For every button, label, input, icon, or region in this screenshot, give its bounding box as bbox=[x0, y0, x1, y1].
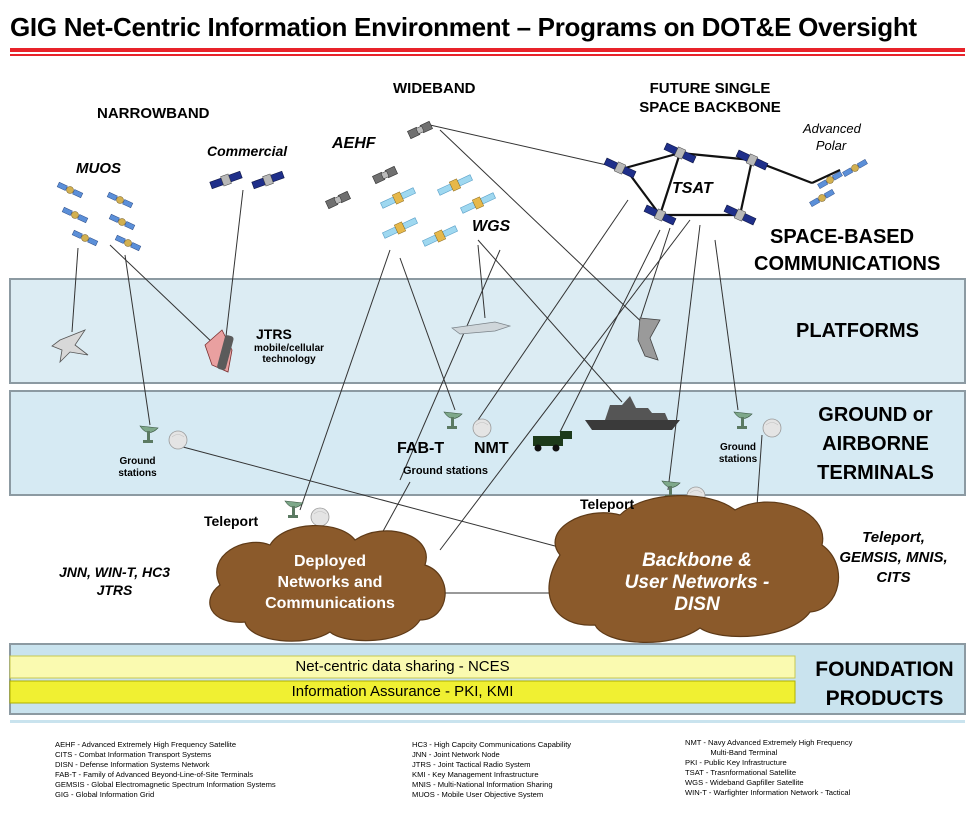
layer-space-label: SPACE-BASED COMMUNICATIONS bbox=[754, 224, 940, 278]
ground-stations-left-line-2: stations bbox=[118, 468, 157, 479]
left-programs-line-1: JNN, WIN-T, HC3 bbox=[59, 564, 170, 580]
fabt-label: FAB-T bbox=[397, 440, 445, 457]
advanced-polar-line-1: Advanced bbox=[803, 121, 861, 136]
backbone-cloud-line-3: DISN bbox=[674, 594, 720, 615]
layer-space-line-2: COMMUNICATIONS bbox=[754, 253, 941, 275]
right-programs-line-3: CITS bbox=[876, 569, 911, 586]
nmt-label: NMT bbox=[474, 440, 509, 457]
right-programs-line-2: GEMSIS, MNIS, bbox=[839, 549, 948, 566]
legend-item: GEMSIS - Global Electromagnetic Spectrum… bbox=[55, 780, 276, 790]
future-backbone-line-2: SPACE BACKBONE bbox=[639, 99, 781, 116]
legend-item: NMT - Navy Advanced Extremely High Frequ… bbox=[685, 738, 853, 747]
advanced-polar-label: Advanced Polar bbox=[803, 120, 861, 154]
layer-ground-line-2: AIRBORNE bbox=[822, 433, 929, 455]
legend-item: PKI - Public Key Infrastructure bbox=[685, 758, 787, 768]
jtrs-sub-line-2: technology bbox=[262, 354, 316, 365]
aehf-label: AEHF bbox=[332, 135, 376, 152]
legend-item: WGS - Wideband Gapfiller Satellite bbox=[685, 778, 804, 788]
teleport-right-label: Teleport bbox=[580, 496, 635, 512]
ground-stations-mid-label: Ground stations bbox=[403, 465, 488, 477]
ground-stations-right-label: Ground stations bbox=[713, 442, 763, 466]
left-programs-line-2: JTRS bbox=[96, 582, 133, 598]
right-programs-label: Teleport, GEMSIS, MNIS, CITS bbox=[826, 528, 961, 588]
deployed-cloud-line-2: Networks and bbox=[277, 574, 383, 591]
layer-foundation-line-2: PRODUCTS bbox=[825, 687, 944, 710]
legend-item: TSAT - Trasnformational Satellite bbox=[685, 768, 797, 778]
right-programs-line-1: Teleport, bbox=[862, 529, 925, 546]
narrowband-label: NARROWBAND bbox=[97, 105, 210, 122]
backbone-networks-cloud: Backbone & User Networks - DISN bbox=[592, 550, 802, 616]
page-title: GIG Net-Centric Information Environment … bbox=[10, 12, 917, 42]
legend-item: MNIS - Multi-National Information Sharin… bbox=[412, 780, 553, 790]
legend-item: KMI - Key Management Infrastructure bbox=[412, 770, 539, 780]
layer-foundation-line-1: FOUNDATION bbox=[815, 658, 954, 681]
legend-item: WIN-T - Warfighter Information Network -… bbox=[685, 788, 851, 798]
legend-item: FAB-T - Family of Advanced Beyond-Line-o… bbox=[55, 770, 254, 780]
future-backbone-line-1: FUTURE SINGLE bbox=[649, 80, 771, 97]
deployed-networks-cloud: Deployed Networks and Communications bbox=[240, 551, 420, 614]
wideband-label: WIDEBAND bbox=[393, 80, 476, 97]
legend-item: JNN - Joint Network Node bbox=[412, 750, 500, 760]
ground-stations-left-line-1: Ground bbox=[119, 456, 156, 467]
advanced-polar-line-2: Polar bbox=[815, 138, 847, 153]
legend-column-1: AEHF - Advanced Extremely High Frequency… bbox=[55, 740, 276, 801]
legend-column-2: HC3 - High Capcity Communications Capabi… bbox=[412, 740, 571, 801]
jtrs-label: JTRS bbox=[256, 326, 292, 342]
muos-label: MUOS bbox=[76, 160, 121, 177]
teleport-left-label: Teleport bbox=[204, 513, 259, 529]
deployed-cloud-line-1: Deployed bbox=[293, 553, 366, 570]
legend-column-3: NMT - Navy Advanced Extremely High Frequ… bbox=[685, 738, 852, 799]
ground-stations-left-label: Ground stations bbox=[110, 456, 165, 480]
commercial-label: Commercial bbox=[207, 143, 288, 159]
backbone-cloud-line-2: User Networks - bbox=[624, 572, 770, 593]
deployed-cloud-line-3: Communications bbox=[265, 595, 395, 612]
legend-item: MUOS - Mobile User Objective System bbox=[412, 790, 544, 800]
legend-item: Multi-Band Terminal bbox=[685, 748, 778, 758]
future-backbone-label: FUTURE SINGLE SPACE BACKBONE bbox=[635, 79, 785, 117]
ia-bar: Information Assurance - PKI, KMI bbox=[291, 683, 514, 700]
layer-ground-line-1: GROUND or bbox=[818, 404, 933, 426]
backbone-cloud-line-1: Backbone & bbox=[642, 550, 752, 571]
layer-space-line-1: SPACE-BASED bbox=[770, 226, 915, 248]
ground-stations-right-line-1: Ground bbox=[719, 442, 757, 453]
left-programs-label: JNN, WIN-T, HC3 JTRS bbox=[37, 563, 192, 599]
legend-item: JTRS - Joint Tactical Radio System bbox=[412, 760, 531, 770]
jtrs-sub-label: mobile/cellular technology bbox=[254, 343, 324, 365]
layer-platforms-label: PLATFORMS bbox=[796, 320, 919, 342]
legend-item: DISN - Defense Information Systems Netwo… bbox=[55, 760, 210, 770]
legend-item: AEHF - Advanced Extremely High Frequency… bbox=[55, 740, 237, 749]
legend-item: HC3 - High Capcity Communications Capabi… bbox=[412, 740, 572, 749]
tsat-label: TSAT bbox=[672, 180, 713, 197]
jtrs-sub-line-1: mobile/cellular bbox=[254, 343, 325, 354]
layer-ground-line-3: TERMINALS bbox=[817, 462, 934, 484]
legend-item: CITS - Combat Information Transport Syst… bbox=[55, 750, 212, 760]
layer-foundation-label: FOUNDATION PRODUCTS bbox=[802, 655, 967, 713]
nces-bar: Net-centric data sharing - NCES bbox=[295, 658, 510, 675]
wgs-label: WGS bbox=[472, 218, 511, 235]
ground-stations-right-line-2: stations bbox=[718, 454, 758, 465]
legend-item: GIG - Global Information Grid bbox=[55, 790, 155, 800]
layer-ground-label: GROUND or AIRBORNE TERMINALS bbox=[808, 401, 943, 488]
